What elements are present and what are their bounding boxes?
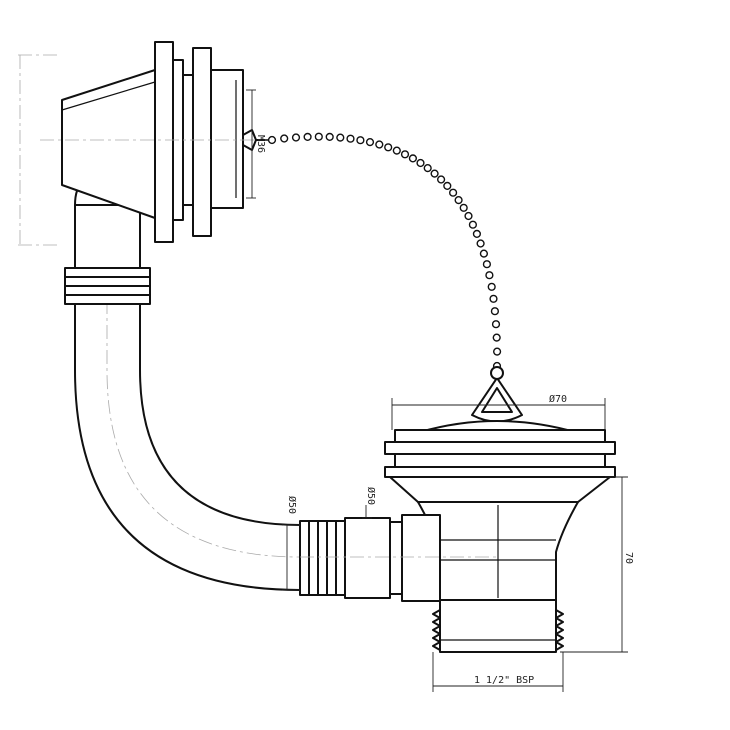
chain-link bbox=[487, 282, 496, 291]
chain-link bbox=[485, 271, 494, 280]
flexible-hose bbox=[74, 299, 301, 591]
body-height-dimension: 70 bbox=[560, 476, 634, 653]
chain-link bbox=[291, 133, 301, 142]
chain-link bbox=[490, 307, 500, 316]
chain-link bbox=[267, 135, 277, 145]
chain-link bbox=[356, 136, 365, 145]
chain-link bbox=[430, 169, 439, 178]
chain-link bbox=[408, 154, 418, 163]
outlet-thread-label: 1 1/2" BSP bbox=[474, 675, 534, 686]
chain-link bbox=[280, 134, 289, 143]
chain-link bbox=[346, 134, 355, 143]
thread-dimension: M36 bbox=[246, 89, 266, 199]
chain-link bbox=[336, 133, 345, 142]
chain-link bbox=[493, 347, 502, 356]
pipe-left-label: Ø50 bbox=[286, 496, 298, 514]
chain-link bbox=[400, 150, 410, 159]
overflow-flange bbox=[40, 41, 273, 243]
thread-dimension-label: M36 bbox=[255, 135, 266, 153]
chain-link bbox=[491, 320, 501, 329]
chain-link bbox=[479, 249, 489, 258]
overflow-collar bbox=[64, 267, 151, 305]
chain-link bbox=[464, 211, 473, 221]
pipe-left-dimension: Ø50 bbox=[282, 496, 300, 591]
chain-link bbox=[468, 220, 478, 229]
overflow-height-dimension bbox=[18, 54, 60, 246]
connector-ribs bbox=[299, 520, 346, 596]
chain-link bbox=[365, 138, 375, 147]
chain-link bbox=[492, 333, 501, 342]
chain-link bbox=[384, 143, 393, 152]
chain-link bbox=[443, 181, 452, 191]
chain-link bbox=[416, 158, 425, 168]
chain-link bbox=[303, 132, 312, 142]
chain-link bbox=[454, 196, 463, 205]
overflow-elbow bbox=[61, 69, 156, 305]
chain-link bbox=[325, 132, 334, 142]
chain-link bbox=[459, 203, 468, 212]
chain-link bbox=[423, 164, 432, 173]
chain-link bbox=[489, 294, 498, 303]
pipe-right-label: Ø50 bbox=[365, 487, 377, 505]
chain-link bbox=[482, 260, 492, 269]
chain-link bbox=[449, 188, 458, 197]
outlet-thread bbox=[432, 599, 564, 653]
strainer-diameter-label: Ø70 bbox=[549, 393, 567, 405]
chain-link bbox=[476, 239, 485, 248]
strainer-diameter-dimension: Ø70 bbox=[391, 393, 606, 430]
chain-link bbox=[314, 132, 323, 141]
side-connector bbox=[299, 514, 500, 602]
plug-chain bbox=[267, 132, 502, 371]
strainer-body bbox=[384, 429, 616, 601]
chain-link bbox=[472, 229, 482, 239]
chain-link bbox=[392, 146, 401, 155]
outlet-thread-dimension: 1 1/2" BSP bbox=[432, 652, 564, 692]
pipe-right-dimension: Ø50 bbox=[362, 487, 377, 519]
chain-link bbox=[375, 140, 384, 149]
body-height-label: 70 bbox=[623, 552, 634, 564]
chain-link bbox=[437, 175, 446, 184]
